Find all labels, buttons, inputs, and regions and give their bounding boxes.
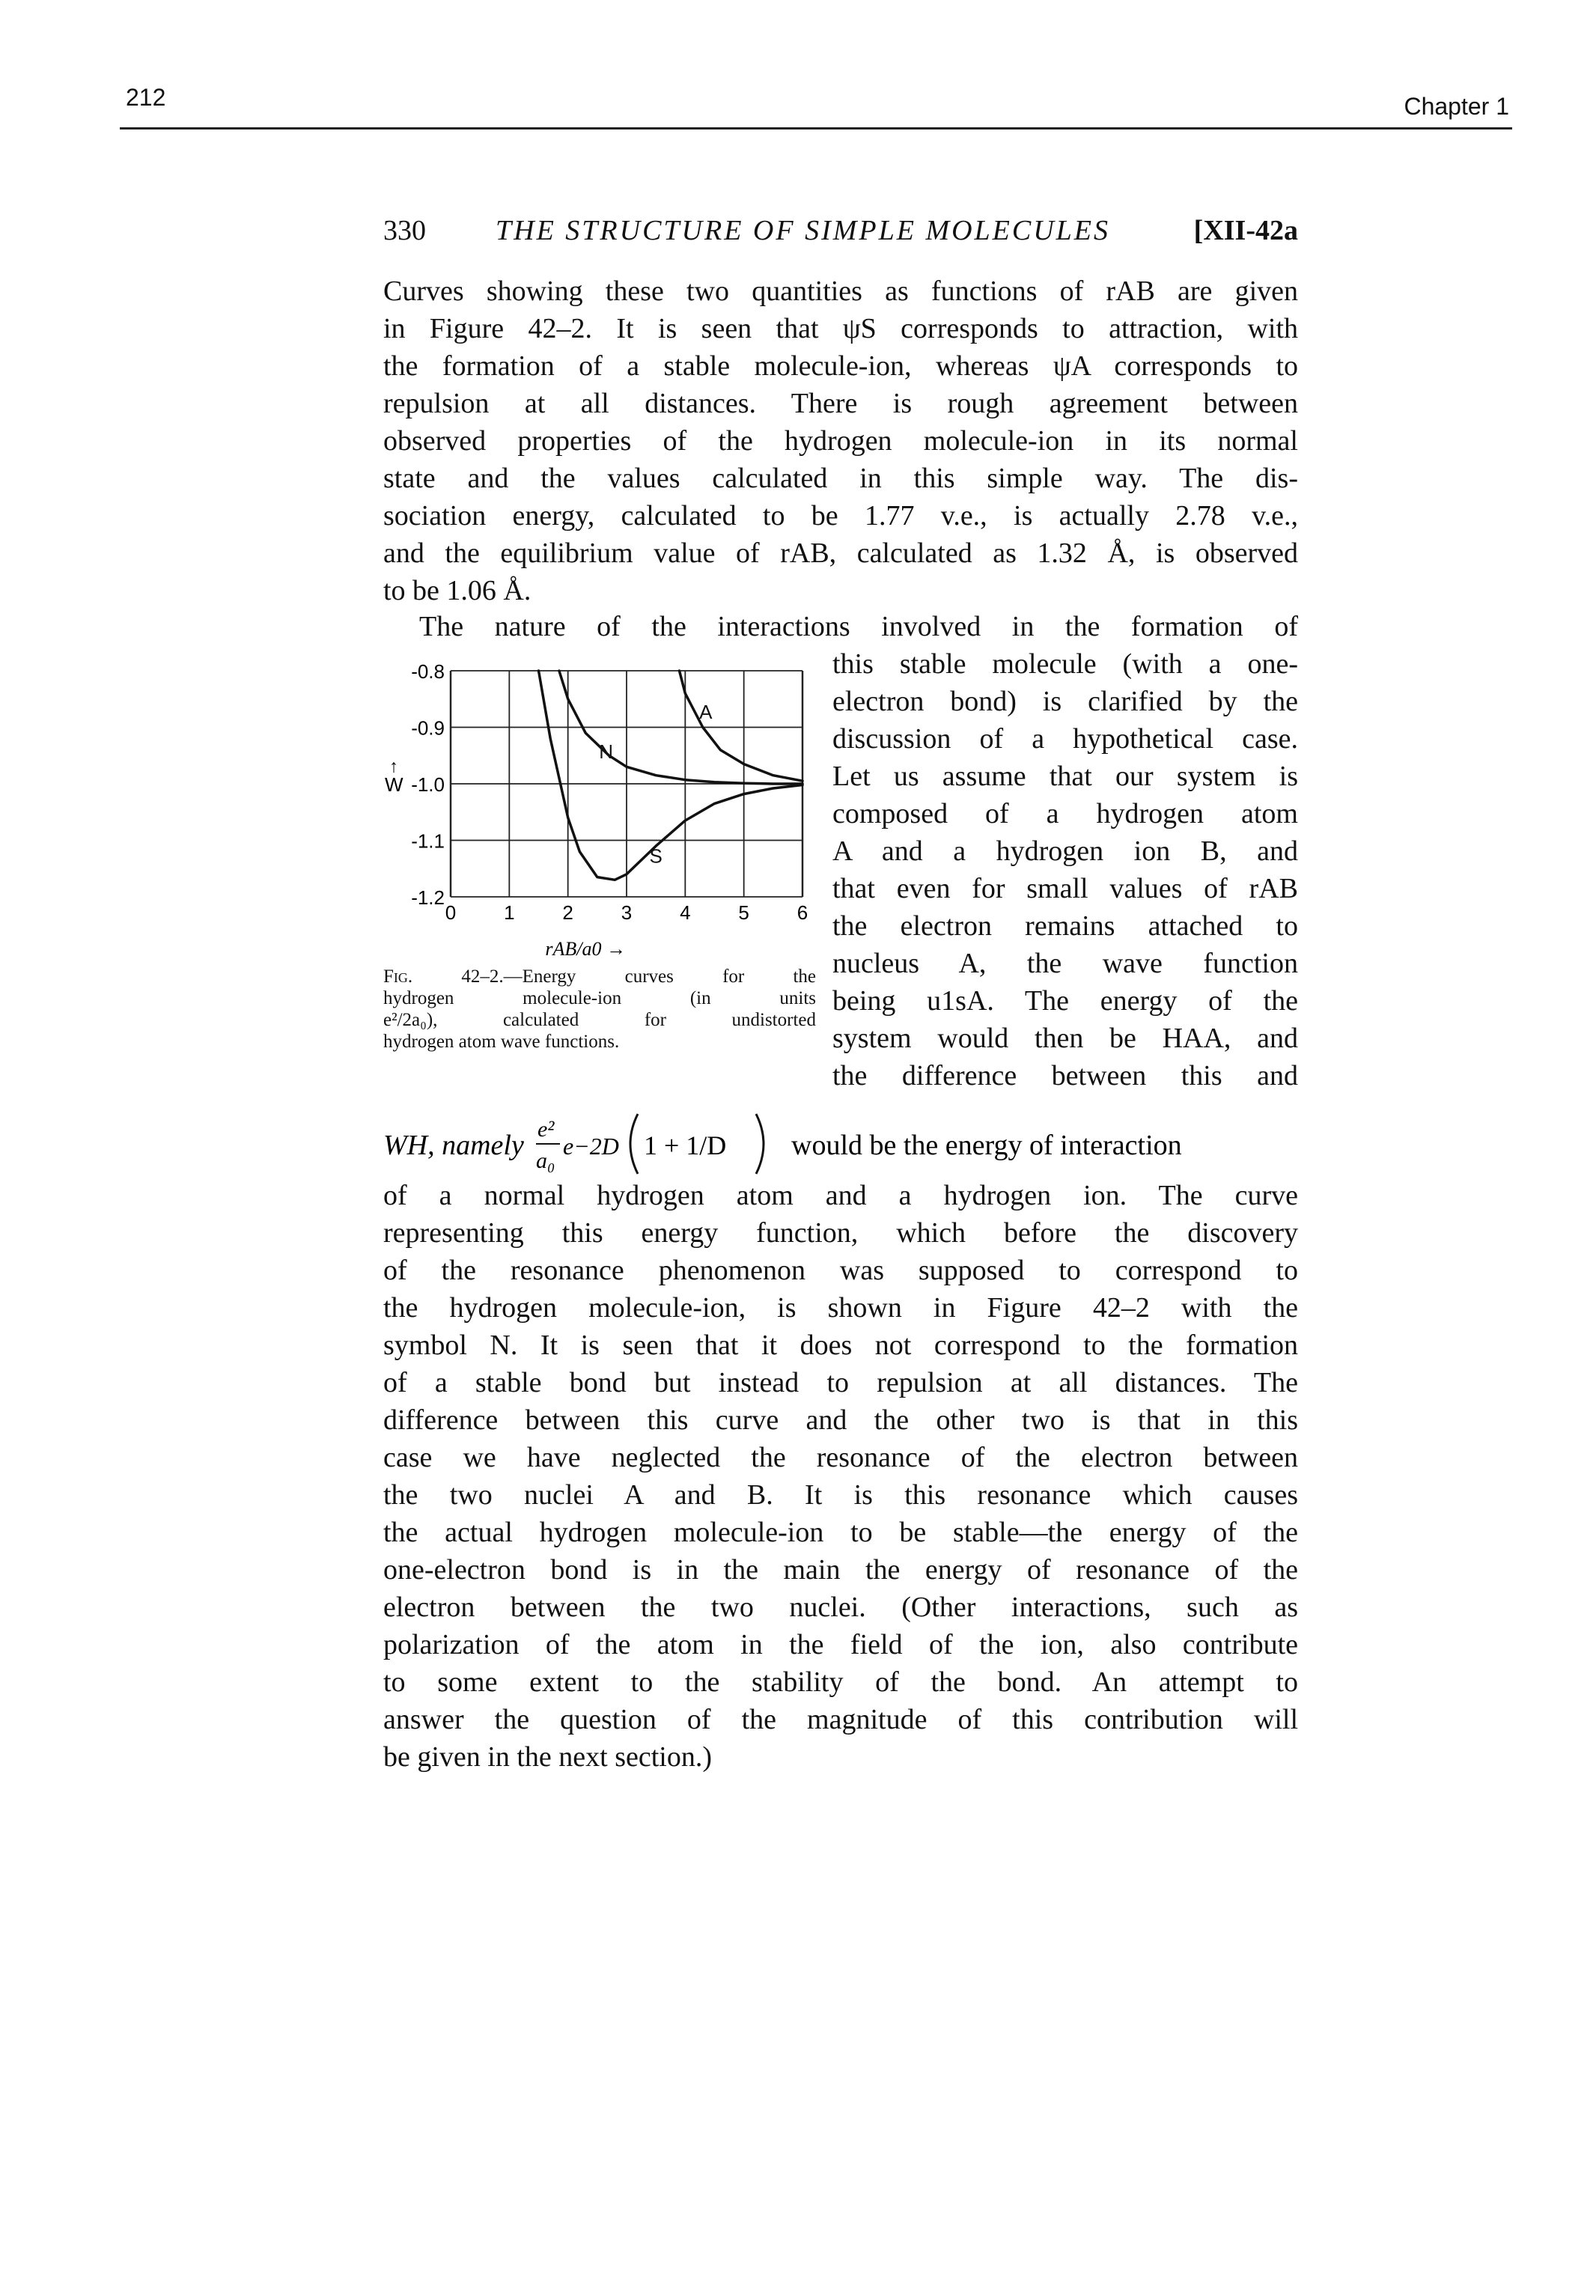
text-line: answer the question of the magnitude of … — [383, 1704, 1298, 1735]
y-tick-label: -1.1 — [411, 830, 445, 853]
text-line: Curves showing these two quantities as f… — [383, 275, 1298, 307]
text-line: the difference between this and — [832, 1060, 1298, 1091]
text-line: the electron remains attached to — [832, 910, 1298, 942]
text-line: discussion of a hypothetical case. — [832, 723, 1298, 755]
text-line: Let us assume that our system is — [832, 761, 1298, 792]
paragraph-2-first-line: The nature of the interactions involved … — [383, 608, 1298, 645]
curve-A — [677, 669, 804, 782]
caption-line: hydrogen atom wave functions. — [383, 1032, 620, 1052]
text-line: and the equilibrium value of rAB, calcul… — [383, 538, 1298, 569]
x-tick-label: 6 — [797, 901, 808, 924]
x-axis-label: rAB/a0 → — [545, 938, 626, 960]
text-line: the two nuclei A and B. It is this reson… — [383, 1479, 1298, 1511]
text-line: to be 1.06 Å. — [383, 575, 532, 606]
x-tick-label: 0 — [445, 901, 456, 924]
text-line: of a stable bond but instead to repulsio… — [383, 1367, 1298, 1398]
running-title: THE STRUCTURE OF SIMPLE MOLECULES — [496, 215, 1111, 246]
text-line: system would then be HAA, and — [832, 1023, 1298, 1054]
text-line: A and a hydrogen ion B, and — [832, 835, 1298, 867]
x-tick-label: 2 — [562, 901, 573, 924]
chart-curves — [537, 669, 804, 882]
book-page-number: 330 — [383, 215, 426, 246]
caption-line: Fig. 42–2.—Energy curves for the — [383, 966, 816, 987]
text-line: the actual hydrogen molecule-ion to be s… — [383, 1517, 1298, 1548]
x-tick-label: 3 — [621, 901, 632, 924]
text-line: case we have neglected the resonance of … — [383, 1442, 1298, 1473]
text-line: of the resonance phenomenon was supposed… — [383, 1255, 1298, 1286]
header-rule — [120, 127, 1512, 130]
text-line: nucleus A, the wave function — [832, 948, 1298, 979]
curve-label-S: S — [649, 845, 662, 868]
y-tick-label: -1.0 — [411, 773, 445, 796]
text-line: in Figure 42–2. It is seen that ψS corre… — [383, 313, 1298, 344]
caption-label: Fig. 42–2. — [383, 966, 504, 987]
text-line: difference between this curve and the ot… — [383, 1404, 1298, 1436]
text-line: electron bond) is clarified by the — [832, 686, 1298, 717]
text-line: state and the values calculated in this … — [383, 463, 1298, 494]
text-line: composed of a hydrogen atom — [832, 798, 1298, 829]
formula-denominator: a₀ — [536, 1148, 555, 1173]
left-paren — [629, 1113, 639, 1175]
formula-numerator: e² — [537, 1117, 555, 1142]
y-tick-label: -1.2 — [411, 886, 445, 909]
text-line: repulsion at all distances. There is rou… — [383, 388, 1298, 419]
caption-line: hydrogen molecule-ion (in units — [383, 988, 816, 1008]
right-paren — [755, 1113, 765, 1175]
paragraph-2-wrap: this stable molecule (with a one- electr… — [832, 645, 1298, 1094]
section-marker: [XII-42a — [1193, 215, 1298, 246]
outer-chapter-label: Chapter 1 — [1404, 93, 1509, 120]
text-line: one-electron bond is in the main the ene… — [383, 1554, 1298, 1586]
text-line: being u1sA. The energy of the — [832, 985, 1298, 1017]
y-axis-arrow: ↑ — [389, 757, 398, 777]
text-line: polarization of the atom in the field of… — [383, 1629, 1298, 1660]
x-tick-label: 4 — [680, 901, 690, 924]
text-line: this stable molecule (with a one- — [832, 648, 1298, 680]
caption-text: —Energy curves for the — [503, 966, 816, 987]
text-line: representing this energy function, which… — [383, 1217, 1298, 1249]
text-line: the formation of a stable molecule-ion, … — [383, 350, 1298, 382]
text-line: that even for small values of rAB — [832, 873, 1298, 904]
text-line: the hydrogen molecule-ion, is shown in F… — [383, 1292, 1298, 1324]
formula-bracket: 1 + 1/D — [644, 1130, 726, 1160]
formula-lead: WH, namely — [383, 1130, 524, 1161]
y-tick-label: -0.9 — [411, 717, 445, 740]
curve-S — [537, 669, 804, 882]
text-line: to some extent to the stability of the b… — [383, 1666, 1298, 1698]
x-tick-label: 5 — [738, 901, 749, 924]
text-line: electron between the two nuclei. (Other … — [383, 1592, 1298, 1623]
text-line: The nature of the interactions involved … — [419, 611, 1298, 642]
formula-exponential: e−2D — [563, 1133, 619, 1160]
formula-tail: would be the energy of interaction — [791, 1130, 1182, 1161]
y-tick-label: -0.8 — [411, 660, 445, 683]
text-line: of a normal hydrogen atom and a hydrogen… — [383, 1180, 1298, 1211]
text-line: observed properties of the hydrogen mole… — [383, 425, 1298, 457]
text-line: symbol N. It is seen that it does not co… — [383, 1330, 1298, 1361]
outer-page-number: 212 — [126, 84, 166, 111]
figure-caption: Fig. 42–2.—Energy curves for the hydroge… — [383, 966, 816, 1053]
paragraph-1: Curves showing these two quantities as f… — [383, 272, 1298, 609]
x-tick-label: 1 — [504, 901, 514, 924]
formula-line: WH, namely e² a₀ e−2D 1 + 1/D would be t… — [383, 1113, 1182, 1175]
curve-N — [558, 669, 804, 785]
text-line: sociation energy, calculated to be 1.77 … — [383, 500, 1298, 532]
curve-label-N: N — [599, 740, 613, 763]
chart-grid — [449, 670, 804, 898]
y-axis-label: W — [385, 773, 403, 796]
paragraph-3: of a normal hydrogen atom and a hydrogen… — [383, 1177, 1298, 1776]
curve-label-A: A — [699, 701, 713, 723]
caption-line: e²/2a₀), calculated for undistorted — [383, 1010, 816, 1030]
text-line: be given in the next section.) — [383, 1741, 712, 1773]
